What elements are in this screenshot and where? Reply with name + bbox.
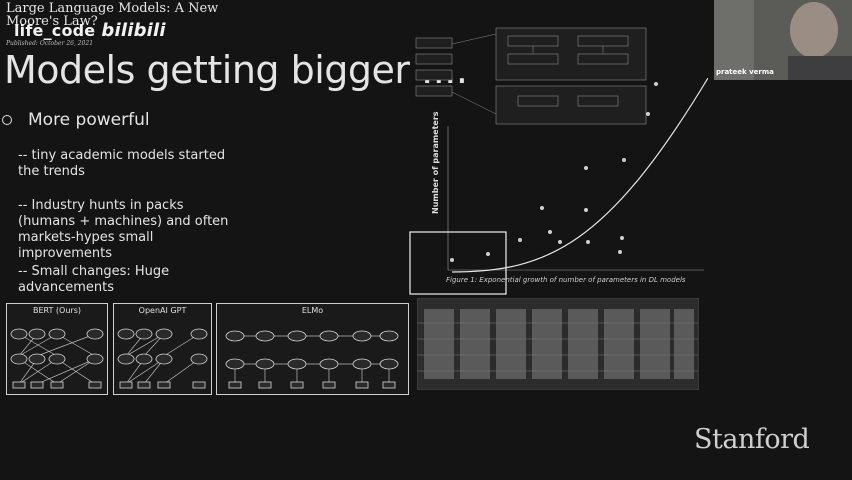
openai-gpt-diagram: OpenAI GPT bbox=[113, 303, 212, 395]
bullet-text: More powerful bbox=[28, 110, 150, 130]
watermark-text: life_code bbox=[14, 21, 96, 40]
bert-diagram: BERT (Ours) bbox=[6, 303, 108, 395]
watermark: life_code bilibili bbox=[14, 20, 166, 41]
bert-diagram-title: BERT (Ours) bbox=[32, 306, 81, 315]
slide-title: Models getting bigger .... bbox=[4, 48, 468, 92]
parameter-growth-figure: Number of parameters bbox=[408, 14, 708, 298]
published-date: Published: October 26, 2021 bbox=[6, 40, 94, 47]
watermark-brand: bilibili bbox=[101, 20, 166, 41]
openai-gpt-diagram-title: OpenAI GPT bbox=[138, 306, 187, 315]
server-rack-graphic bbox=[418, 299, 698, 389]
elmo-diagram-title: ELMo bbox=[301, 306, 324, 315]
webcam-thumbnail[interactable]: prateek verma bbox=[714, 0, 852, 80]
figure-caption: Figure 1: Exponential growth of number o… bbox=[446, 276, 686, 284]
elmo-diagram: ELMo bbox=[216, 303, 409, 395]
paragraph-small-changes: -- Small changes: Huge advancements bbox=[18, 264, 170, 295]
bullet-circle-icon bbox=[2, 115, 12, 125]
parameter-growth-graphic: Number of parameters bbox=[409, 27, 708, 295]
stanford-logo: Stanford bbox=[694, 424, 810, 455]
webcam-video bbox=[714, 0, 852, 80]
video-title: Large Language Models: A New Moore's Law… bbox=[6, 1, 219, 29]
paragraph-industry: -- Industry hunts in packs (humans + mac… bbox=[18, 198, 229, 261]
bullet-item: More powerful bbox=[2, 110, 150, 130]
server-rack-image bbox=[417, 298, 699, 390]
openai-gpt-diagram-graphic bbox=[117, 328, 208, 389]
participant-name: prateek verma bbox=[716, 68, 774, 76]
elmo-diagram-graphic bbox=[225, 330, 399, 389]
bert-diagram-graphic bbox=[10, 328, 104, 389]
paragraph-academic: -- tiny academic models started the tren… bbox=[18, 148, 226, 179]
chart-ylabel: Number of parameters bbox=[431, 111, 440, 214]
